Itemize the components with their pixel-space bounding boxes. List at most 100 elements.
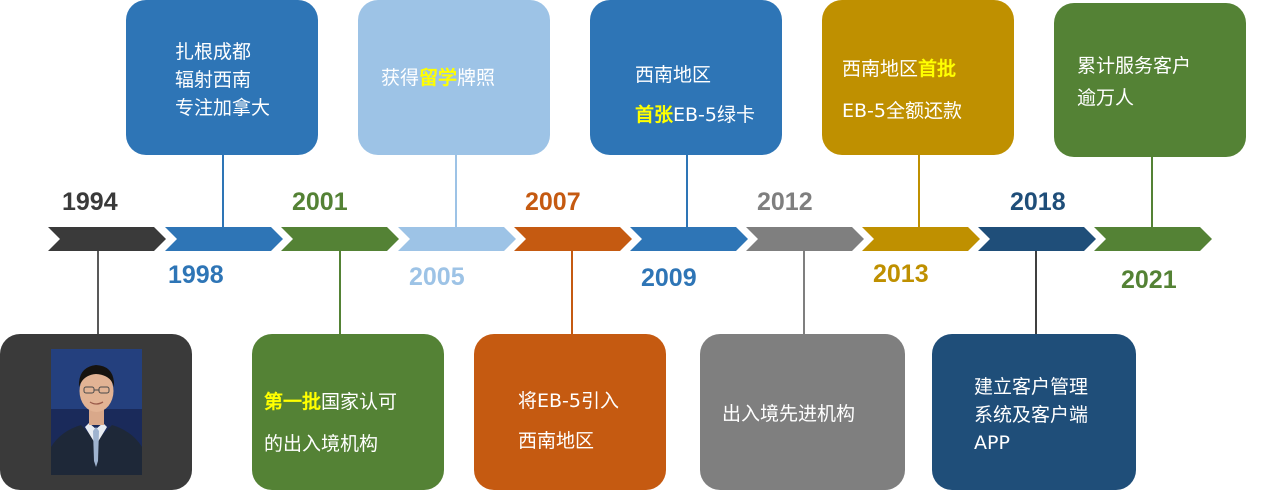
milestone-text-line: 逾万人 — [1077, 82, 1246, 114]
milestone-text-line: 专注加拿大 — [175, 94, 318, 122]
milestone-text-line: 扎根成都 — [175, 38, 318, 66]
timeline-arrow-2021 — [1094, 227, 1212, 251]
highlight-text: 留学 — [419, 67, 458, 89]
connector-line — [803, 251, 805, 334]
milestone-text-line: 西南地区首批 — [842, 48, 1014, 90]
year-label-2021: 2021 — [1121, 266, 1177, 294]
year-label-2005: 2005 — [409, 263, 465, 291]
milestone-text: 出入境先进机构 — [722, 403, 856, 425]
chevron-shape — [281, 227, 399, 251]
chevron-shape — [48, 227, 166, 251]
milestone-text: 西南地区 — [518, 430, 595, 452]
chevron-fill — [978, 227, 1096, 251]
year-label-2018: 2018 — [1010, 188, 1066, 216]
connector-line — [339, 251, 341, 334]
timeline-arrow-2001 — [281, 227, 399, 251]
milestone-text: 扎根成都 — [175, 41, 252, 63]
milestone-text: 将EB-5引入 — [518, 390, 619, 412]
milestone-text-line: 的出入境机构 — [264, 423, 444, 465]
year-label-1994: 1994 — [62, 188, 118, 216]
timeline-arrow-2007 — [514, 227, 632, 251]
milestone-text: 逾万人 — [1077, 87, 1135, 109]
chevron-shape — [165, 227, 283, 251]
milestone-text-line: EB-5全额还款 — [842, 90, 1014, 132]
chevron-fill — [48, 227, 166, 251]
milestone-box-2021: 累计服务客户逾万人 — [1054, 3, 1246, 157]
highlight-text: 第一批 — [264, 391, 322, 413]
milestone-text: 西南地区 — [635, 64, 712, 86]
milestone-text-line: 获得留学牌照 — [381, 64, 550, 92]
chevron-shape — [1094, 227, 1212, 251]
milestone-text: APP — [974, 432, 1010, 454]
connector-line — [918, 155, 920, 227]
highlight-text: 首批 — [918, 58, 957, 80]
milestone-text: 国家认可 — [321, 391, 398, 413]
milestone-box-2013: 西南地区首批 EB-5全额还款 — [822, 0, 1014, 155]
milestone-box-1998: 扎根成都辐射西南专注加拿大 — [126, 0, 318, 155]
chevron-shape — [630, 227, 748, 251]
milestone-text-line: 出入境先进机构 — [722, 400, 905, 428]
chevron-fill — [514, 227, 632, 251]
milestone-box-2007: 将EB-5引入西南地区 — [474, 334, 666, 490]
year-label-2013: 2013 — [873, 260, 929, 288]
timeline-arrow-2013 — [862, 227, 980, 251]
timeline-arrow-1998 — [165, 227, 283, 251]
chevron-fill — [1094, 227, 1212, 251]
timeline-arrow-2012 — [746, 227, 864, 251]
chevron-shape — [746, 227, 864, 251]
year-label-2007: 2007 — [525, 188, 581, 216]
timeline-arrow-2005 — [398, 227, 516, 251]
milestone-text: 获得 — [381, 67, 420, 89]
milestone-text-line: 累计服务客户 — [1077, 50, 1246, 82]
chevron-fill — [862, 227, 980, 251]
milestone-box-2009: 西南地区首张EB-5绿卡 — [590, 0, 782, 155]
milestone-text-line: 西南地区 — [518, 421, 666, 461]
milestone-text-line: 第一批国家认可 — [264, 381, 444, 423]
chevron-shape — [514, 227, 632, 251]
milestone-box-2005: 获得留学牌照 — [358, 0, 550, 155]
connector-line — [455, 155, 457, 227]
timeline-arrow-2009 — [630, 227, 748, 251]
chevron-fill — [398, 227, 516, 251]
chevron-fill — [630, 227, 748, 251]
milestone-text-line: 辐射西南 — [175, 66, 318, 94]
connector-line — [222, 155, 224, 227]
milestone-text: 建立客户管理 — [974, 376, 1089, 398]
chevron-fill — [281, 227, 399, 251]
milestone-text: 西南地区 — [842, 58, 919, 80]
milestone-text-line: 将EB-5引入 — [518, 381, 666, 421]
year-label-2001: 2001 — [292, 188, 348, 216]
year-label-1998: 1998 — [168, 261, 224, 289]
milestone-text-line: 首张EB-5绿卡 — [635, 95, 782, 135]
connector-line — [686, 155, 688, 227]
portrait-photo — [51, 349, 142, 475]
chevron-shape — [978, 227, 1096, 251]
milestone-text-line: 建立客户管理 — [974, 373, 1136, 401]
milestone-text-line: 系统及客户端 — [974, 401, 1136, 429]
chevron-fill — [746, 227, 864, 251]
milestone-text: 专注加拿大 — [175, 97, 271, 119]
milestone-text: 的出入境机构 — [264, 433, 379, 455]
highlight-text: 首张 — [635, 104, 674, 126]
milestone-box-2018: 建立客户管理系统及客户端 APP — [932, 334, 1136, 490]
milestone-text: 辐射西南 — [175, 69, 252, 91]
chevron-shape — [862, 227, 980, 251]
connector-line — [571, 251, 573, 334]
milestone-text: EB-5绿卡 — [673, 104, 755, 126]
milestone-text: 牌照 — [457, 67, 496, 89]
milestone-text-line: 西南地区 — [635, 55, 782, 95]
connector-line — [1151, 157, 1153, 227]
timeline-arrow-1994 — [48, 227, 166, 251]
chevron-shape — [398, 227, 516, 251]
chevron-fill — [165, 227, 283, 251]
milestone-text: 系统及客户端 — [974, 404, 1089, 426]
milestone-text-line: APP — [974, 429, 1136, 457]
milestone-box-2001: 第一批国家认可的出入境机构 — [252, 334, 444, 490]
milestone-text: EB-5全额还款 — [842, 100, 962, 122]
milestone-text: 累计服务客户 — [1077, 55, 1192, 77]
connector-line — [97, 251, 99, 334]
milestone-box-2012: 出入境先进机构 — [700, 334, 905, 490]
connector-line — [1035, 251, 1037, 334]
timeline-arrow-2018 — [978, 227, 1096, 251]
